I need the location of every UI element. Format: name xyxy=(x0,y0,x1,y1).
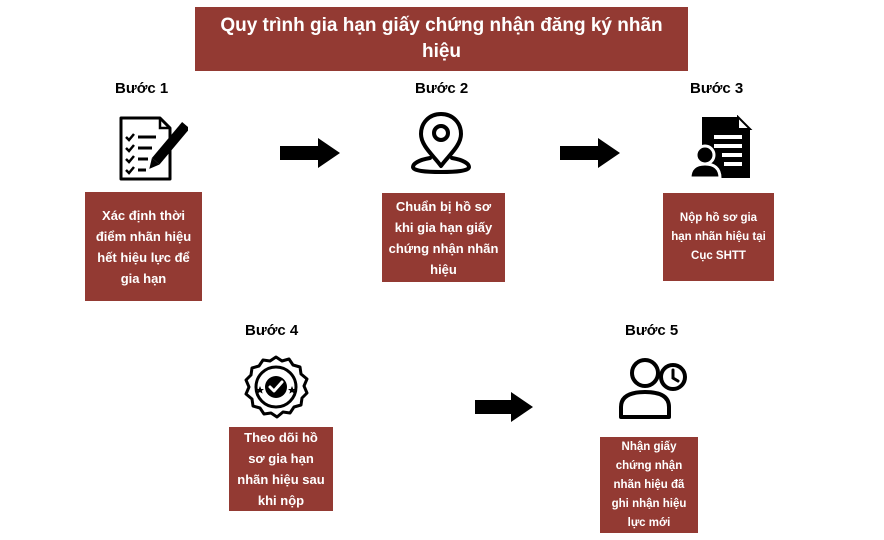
step-2-label: Bước 2 xyxy=(415,80,469,97)
step-4-box: Theo dõi hồ sơ gia hạn nhãn hiệu sau khi… xyxy=(229,427,333,511)
step-3-label: Bước 3 xyxy=(690,80,744,97)
step-1-box: Xác định thời điểm nhãn hiệu hết hiệu lự… xyxy=(85,192,202,301)
step-2-box: Chuẩn bị hồ sơ khi gia hạn giấy chứng nh… xyxy=(382,193,505,282)
arrow-right-icon xyxy=(475,392,533,427)
step-4-label: Bước 4 xyxy=(245,322,299,339)
step-5-text: Nhận giấy chứng nhận nhãn hiệu đã ghi nh… xyxy=(611,440,687,529)
step-3-box: Nộp hồ sơ gia hạn nhãn hiệu tại Cục SHTT xyxy=(663,193,774,281)
step-5-box: Nhận giấy chứng nhận nhãn hiệu đã ghi nh… xyxy=(600,437,698,533)
step-3-text: Nộp hồ sơ gia hạn nhãn hiệu tại Cục SHTT xyxy=(671,211,766,262)
location-pin-icon xyxy=(410,110,472,174)
person-document-icon xyxy=(688,115,754,181)
step-4-text: Theo dõi hồ sơ gia hạn nhãn hiệu sau khi… xyxy=(237,430,325,508)
arrow-right-icon xyxy=(560,138,620,173)
step-2-text: Chuẩn bị hồ sơ khi gia hạn giấy chứng nh… xyxy=(388,198,499,277)
check-badge-icon xyxy=(243,355,309,421)
user-clock-icon xyxy=(615,355,689,421)
arrow-right-icon xyxy=(280,138,340,173)
step-1-text: Xác định thời điểm nhãn hiệu hết hiệu lự… xyxy=(95,207,192,286)
step-1-label: Bước 1 xyxy=(115,80,169,97)
step-5-label: Bước 5 xyxy=(625,322,679,339)
page-title: Quy trình gia hạn giấy chứng nhận đăng k… xyxy=(195,7,688,71)
document-pen-icon xyxy=(118,115,188,183)
